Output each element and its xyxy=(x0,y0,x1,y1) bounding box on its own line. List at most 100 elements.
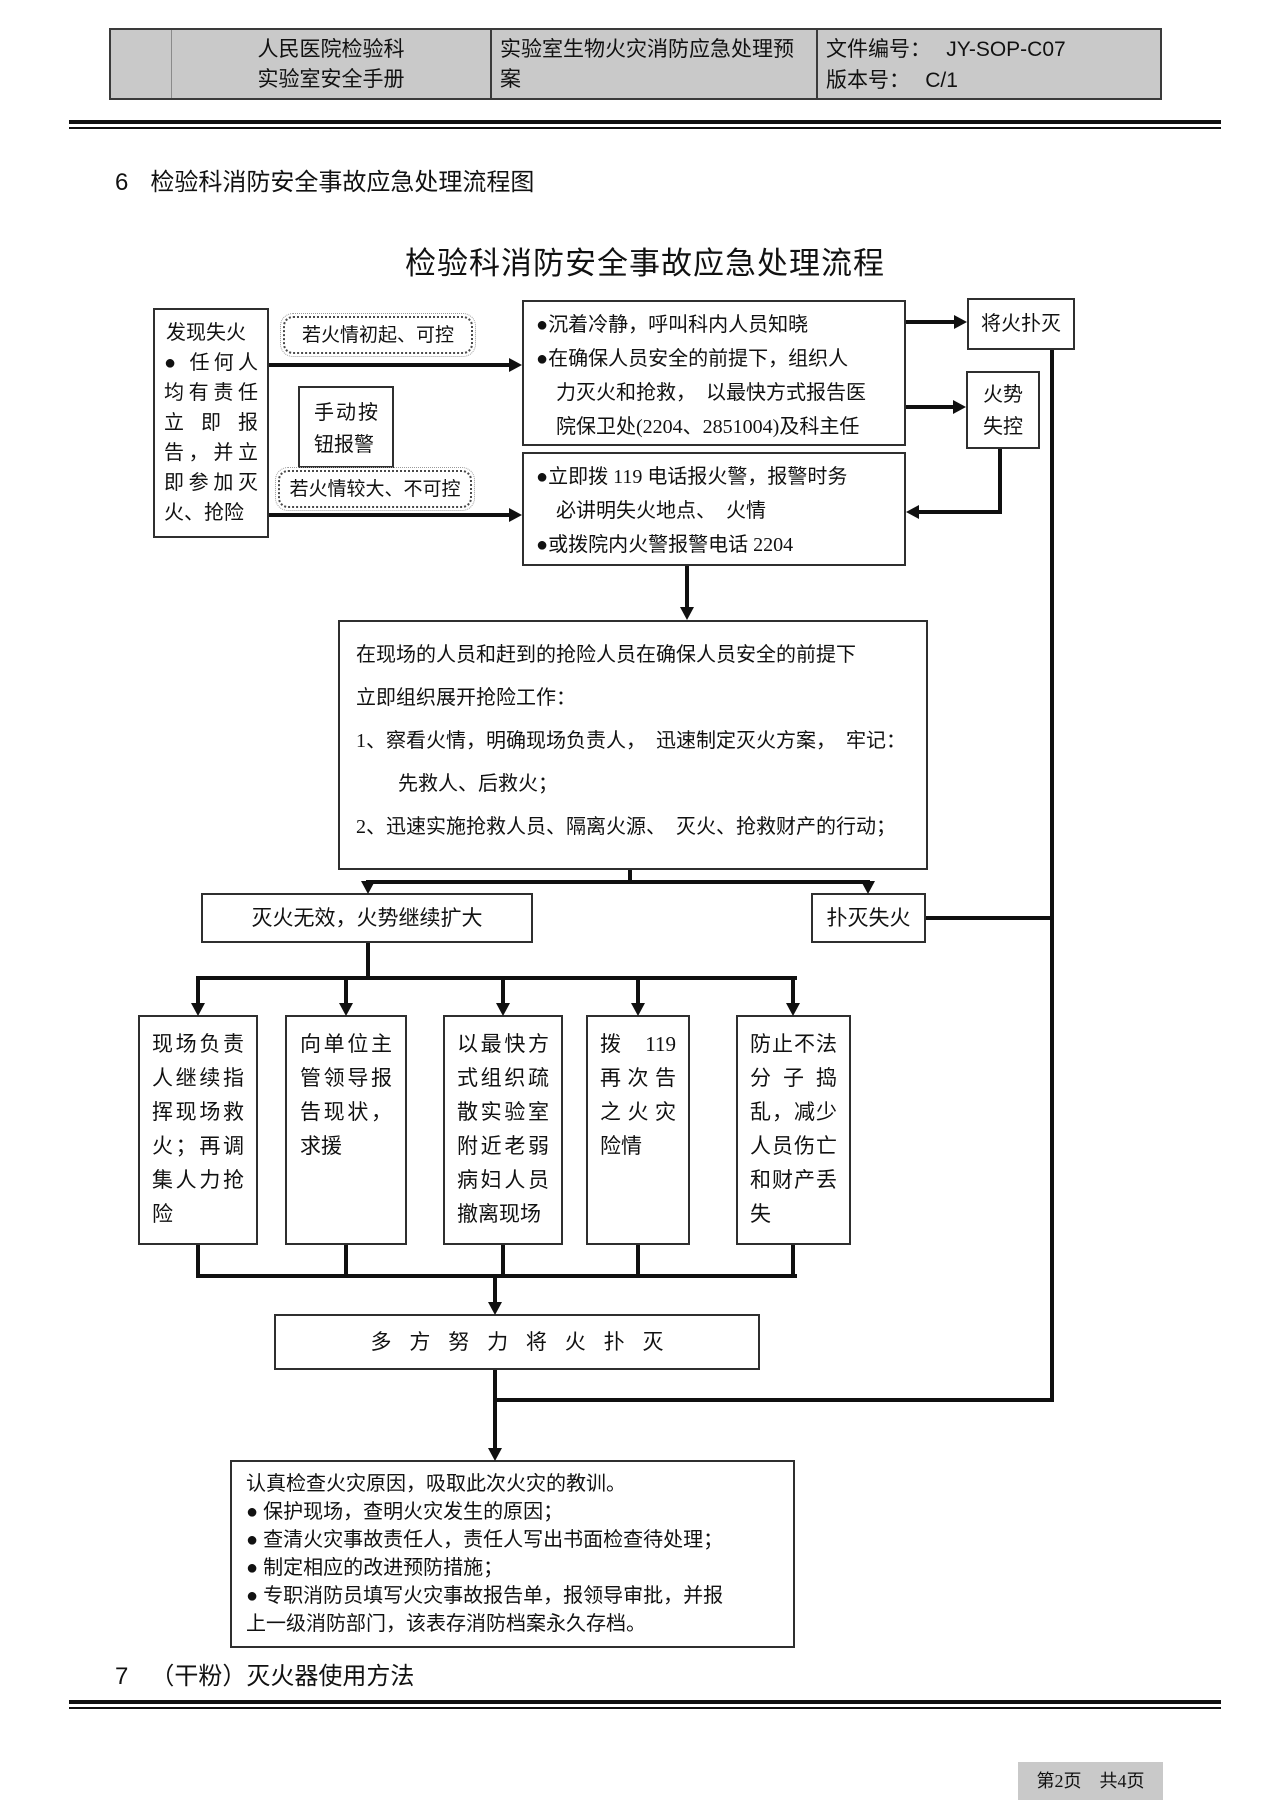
box-extinguish-failed: 灭火无效，火势继续扩大 xyxy=(201,893,533,943)
connector-drop-2 xyxy=(344,980,348,1003)
box-rescue-work: 在现场的人员和赶到的抢险人员在确保人员安全的前提下 立即组织展开抢险工作： 1、… xyxy=(338,620,928,870)
doc-title: 实验室生物火灾消防应急处理预案 xyxy=(500,37,794,91)
box-stay-calm: ●沉着冷静，呼叫科内人员知晓 ●在确保人员安全的前提下，组织人 力灭火和抢救， … xyxy=(522,300,906,446)
arrowhead-discover-to-calm xyxy=(509,358,522,372)
connector-stub-1 xyxy=(196,1245,200,1278)
connector-bus-top xyxy=(196,976,797,980)
org-name: 人民医院检验科 xyxy=(257,37,405,61)
connector-calm-to-extinguished xyxy=(906,320,956,324)
connector-to-joint xyxy=(493,1274,497,1302)
arrowhead-drop-4 xyxy=(631,1003,645,1016)
connector-stub-5 xyxy=(791,1245,795,1278)
arrowhead-to-failed xyxy=(361,881,375,894)
arrowhead-discover-to-call119 xyxy=(509,508,522,522)
stay-calm-line3: 力灭火和抢救， 以最快方式报告医 xyxy=(556,382,866,404)
doc-number-value: JY-SOP-C07 xyxy=(946,38,1066,61)
connector-discover-to-call119 xyxy=(269,513,509,517)
review-line3: ● 查清火灾事故责任人，责任人写出书面检查待处理； xyxy=(246,1529,724,1551)
version-label: 版本号： xyxy=(826,68,910,92)
connector-outofcontrol-down xyxy=(998,449,1002,514)
rescue-line1: 在现场的人员和赶到的抢险人员在确保人员安全的前提下 xyxy=(356,644,856,666)
connector-drop-4 xyxy=(636,980,640,1003)
discover-fire-line1: 发现失火 xyxy=(166,322,246,344)
rescue-line2: 立即组织展开抢险工作： xyxy=(356,687,576,709)
header-doc-meta-cell: 文件编号： JY-SOP-C07 版本号： C/1 xyxy=(818,30,1160,98)
section7-title: （干粉）灭火器使用方法 xyxy=(150,1664,415,1690)
arrowhead-joint-to-review xyxy=(488,1448,502,1461)
box-prevent-sabotage: 防止不法分子捣乱，减少人员伤亡和财产丢失 xyxy=(736,1015,851,1245)
discover-fire-line2: ● 任何人均有责任立即报告，并立即参加灭火、抢险 xyxy=(164,352,258,524)
call119-line3: ●或拨院内火警报警电话 2204 xyxy=(536,534,794,556)
box-fire-put-out: 扑灭失火 xyxy=(811,893,926,943)
top-rule-thin xyxy=(69,127,1221,129)
box-continue-command: 现场负责人继续指挥现场救火；再调集人力抢险 xyxy=(138,1015,258,1245)
page-number-badge: 第2页 共4页 xyxy=(1018,1762,1163,1800)
rescue-line5: 2、迅速实施抢救人员、隔离火源、 灭火、抢救财产的行动； xyxy=(356,816,896,838)
bottom-rule-thin xyxy=(69,1707,1221,1709)
stay-calm-line1: ●沉着冷静，呼叫科内人员知晓 xyxy=(536,314,809,336)
box-fire-extinguished: 将火扑灭 xyxy=(967,298,1075,350)
top-rule-thick xyxy=(69,120,1221,124)
box-call-119: ●立即拨 119 电话报火警，报警时务 必讲明失火地点、 火情 ●或拨院内火警报… xyxy=(522,452,906,566)
connector-stub-2 xyxy=(344,1245,348,1278)
header-logo-cell xyxy=(111,30,172,98)
connector-rescue-stub xyxy=(628,870,632,884)
doc-number-row: 文件编号： JY-SOP-C07 xyxy=(826,34,1160,65)
box-discover-fire: 发现失火 ● 任何人均有责任立即报告，并立即参加灭火、抢险 xyxy=(153,308,269,538)
section6-number: 6 xyxy=(115,169,129,196)
box-call-119-again: 拨 119 再次告之火灾险情 xyxy=(586,1015,690,1245)
arrowhead-drop-2 xyxy=(339,1003,353,1016)
label-fire-uncontrollable: 若火情较大、不可控 xyxy=(275,467,475,511)
section7-heading: 7 （干粉）灭火器使用方法 xyxy=(115,1656,414,1691)
box-report-leaders: 向单位主管领导报告现状，求援 xyxy=(285,1015,407,1245)
box-joint-effort: 多方努力将火扑灭 xyxy=(274,1314,760,1370)
stay-calm-line4: 院保卫处(2204、2851004)及科主任 xyxy=(556,416,860,438)
diagram-title: 检验科消防安全事故应急处理流程 xyxy=(405,246,885,281)
rescue-line3: 1、察看火情，明确现场负责人， 迅速制定灭火方案， 牢记： xyxy=(356,730,906,752)
version-row: 版本号： C/1 xyxy=(826,65,1160,96)
review-line1: 认真检查火灾原因，吸取此次火灾的教训。 xyxy=(246,1473,626,1495)
connector-putout-right xyxy=(926,916,1052,920)
section6-title: 检验科消防安全事故应急处理流程图 xyxy=(150,170,535,196)
arrowhead-to-joint xyxy=(488,1302,502,1315)
bottom-rule-thick xyxy=(69,1700,1221,1704)
label-fire-controllable: 若火情初起、可控 xyxy=(280,313,476,357)
version-value: C/1 xyxy=(925,69,958,92)
box-manual-alarm-button: 手动按钮报警 xyxy=(298,386,394,468)
header-table: 人民医院检验科 实验室安全手册 实验室生物火灾消防应急处理预案 文件编号： JY… xyxy=(109,28,1162,100)
arrowhead-drop-1 xyxy=(191,1003,205,1016)
connector-calm-to-outofcontrol xyxy=(906,405,955,409)
doc-number-label: 文件编号： xyxy=(826,37,931,61)
review-line5: ● 专职消防员填写火灾事故报告单，报领导审批，并报 xyxy=(246,1585,724,1607)
connector-drop-3 xyxy=(501,980,505,1003)
header-doc-title-cell: 实验室生物火灾消防应急处理预案 xyxy=(490,30,818,98)
arrowhead-calm-to-extinguished xyxy=(954,315,967,329)
review-line2: ● 保护现场，查明火灾发生的原因； xyxy=(246,1501,564,1523)
arrowhead-to-putout xyxy=(861,881,875,894)
arrowhead-drop-5 xyxy=(786,1003,800,1016)
arrowhead-drop-3 xyxy=(496,1003,510,1016)
call119-line1: ●立即拨 119 电话报火警，报警时务 xyxy=(536,466,848,488)
connector-failed-down xyxy=(366,943,370,980)
arrowhead-calm-to-outofcontrol xyxy=(953,400,966,414)
stay-calm-line2: ●在确保人员安全的前提下，组织人 xyxy=(536,348,849,370)
header-org-cell: 人民医院检验科 实验室安全手册 xyxy=(172,30,490,98)
section6-heading: 6 检验科消防安全事故应急处理流程图 xyxy=(115,162,534,197)
arrowhead-call119-to-rescue xyxy=(680,607,694,620)
connector-stub-4 xyxy=(636,1245,640,1278)
connector-bottom-branch xyxy=(493,1398,1054,1402)
connector-rescue-split xyxy=(366,880,870,884)
box-evacuate-people: 以最快方式组织疏散实验室附近老弱病妇人员撤离现场 xyxy=(443,1015,563,1245)
connector-joint-to-review xyxy=(493,1370,497,1448)
manual-name: 实验室安全手册 xyxy=(257,67,405,91)
section7-number: 7 xyxy=(115,1663,129,1690)
review-line4: ● 制定相应的改进预防措施； xyxy=(246,1557,504,1579)
connector-drop-5 xyxy=(791,980,795,1003)
review-line6: 上一级消防部门，该表存消防档案永久存档。 xyxy=(246,1613,646,1635)
connector-drop-1 xyxy=(196,980,200,1003)
connector-stub-3 xyxy=(501,1245,505,1278)
call119-line2: 必讲明失火地点、 火情 xyxy=(556,500,766,522)
connector-discover-to-calm xyxy=(269,363,509,367)
connector-call119-to-rescue xyxy=(685,566,689,608)
